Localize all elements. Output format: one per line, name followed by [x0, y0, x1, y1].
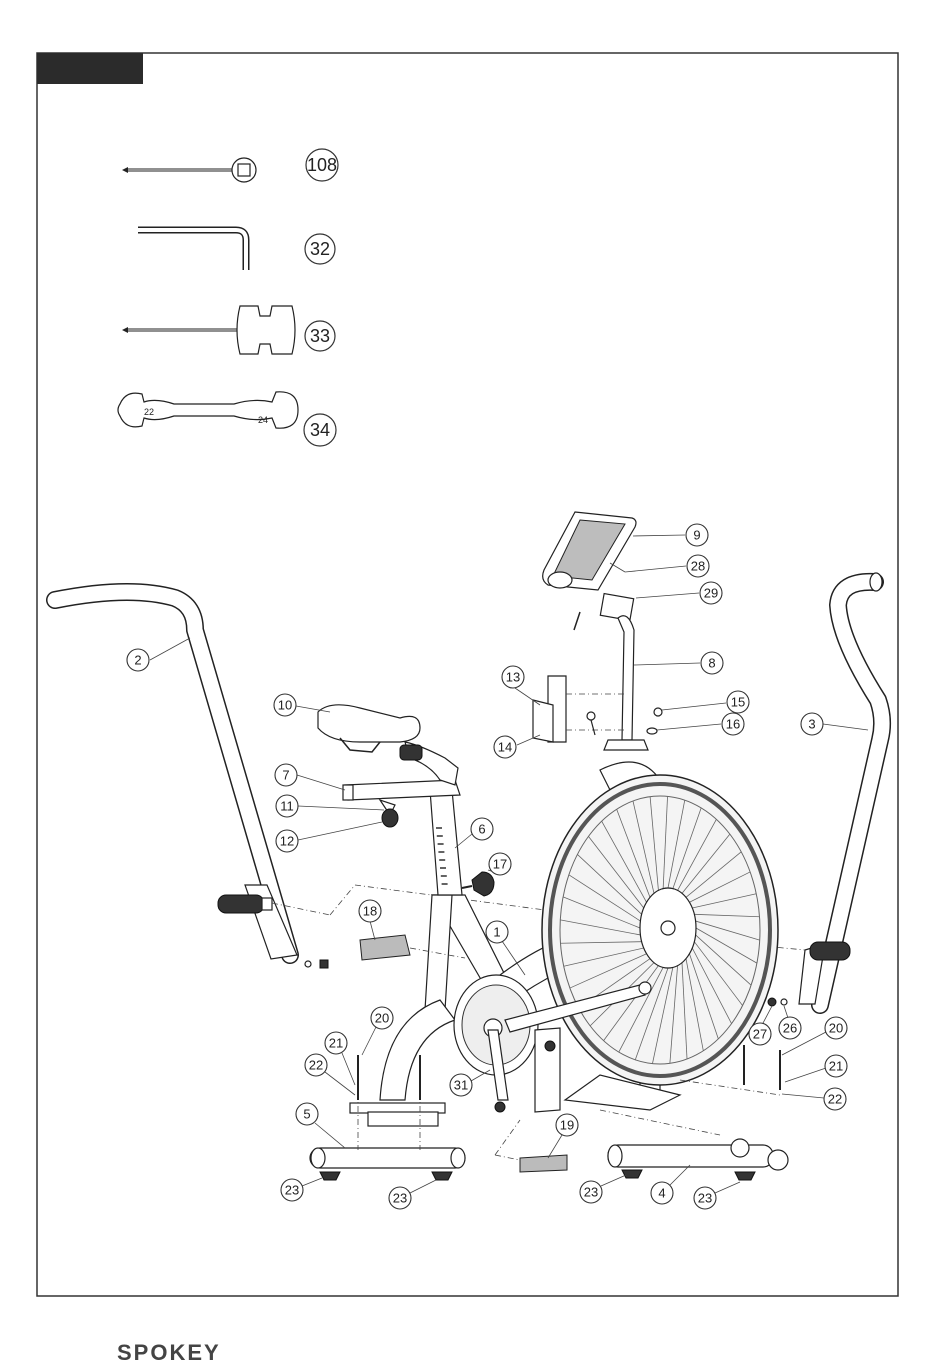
- callout-23-a-label: 23: [285, 1183, 299, 1198]
- callout-28: 28: [625, 555, 709, 577]
- callout-21-right: 21: [785, 1055, 847, 1082]
- tool-number-34-label: 34: [310, 420, 330, 440]
- callout-31-label: 31: [454, 1078, 468, 1093]
- callout-23-b-label: 23: [393, 1191, 407, 1206]
- tool-number-108-label: 108: [307, 155, 337, 175]
- seat-post: [430, 790, 494, 896]
- tool-number-34: 34: [304, 414, 336, 446]
- callout-2-label: 2: [134, 653, 141, 668]
- callout-22-left-label: 22: [309, 1058, 323, 1073]
- callout-15-label: 15: [731, 695, 745, 710]
- brand-logo: SPOKEY: [117, 1340, 221, 1366]
- callout-23-a: 23: [281, 1178, 322, 1201]
- callout-12: 12: [276, 822, 382, 852]
- callout-22-right-label: 22: [828, 1092, 842, 1107]
- callout-23-d-label: 23: [698, 1191, 712, 1206]
- callout-14-label: 14: [498, 740, 512, 755]
- tool-number-32-label: 32: [310, 239, 330, 259]
- callout-29: 29: [636, 582, 722, 604]
- callout-11-label: 11: [280, 799, 294, 814]
- callout-13-label: 13: [506, 670, 520, 685]
- callout-9: 9: [633, 524, 708, 546]
- wrench-size-22: 22: [144, 407, 154, 417]
- callout-3-label: 3: [808, 717, 815, 732]
- tool-number-108: 108: [306, 149, 338, 181]
- callout-13: 13: [502, 666, 540, 705]
- callout-26: 26: [779, 1006, 801, 1039]
- callout-12-label: 12: [280, 834, 294, 849]
- callout-7-label: 7: [282, 768, 289, 783]
- callout-18: 18: [359, 900, 381, 940]
- callout-18-label: 18: [363, 904, 377, 919]
- callout-23-d: 23: [694, 1182, 740, 1209]
- tool-number-33: 33: [305, 321, 335, 351]
- callout-21-left-label: 21: [329, 1036, 343, 1051]
- callout-8: 8: [634, 652, 723, 674]
- callout-4: 4: [651, 1165, 690, 1204]
- callout-9-label: 9: [693, 528, 700, 543]
- wrench-size-24: 24: [258, 415, 268, 425]
- callout-4-label: 4: [658, 1186, 665, 1201]
- callout-2: 2: [127, 638, 190, 671]
- callout-20-right-label: 20: [829, 1021, 843, 1036]
- callout-21-left: 21: [325, 1032, 355, 1085]
- console: [543, 512, 636, 630]
- callout-6-label: 6: [478, 822, 485, 837]
- callout-23-c: 23: [580, 1175, 626, 1203]
- callout-3: 3: [801, 713, 868, 735]
- callout-26-label: 26: [783, 1021, 797, 1036]
- callout-29-label: 29: [704, 586, 718, 601]
- tool-32-allen-key: [138, 230, 246, 270]
- page-frame: [37, 53, 898, 1296]
- callout-20-left-label: 20: [375, 1011, 389, 1026]
- callout-21-right-label: 21: [829, 1059, 843, 1074]
- callout-5-label: 5: [303, 1107, 310, 1122]
- callout-28-label: 28: [691, 559, 705, 574]
- tool-33-screwdriver-handle: [122, 306, 295, 354]
- bracket-plate: [533, 676, 662, 742]
- callout-16: 16: [657, 713, 744, 735]
- callout-15: 15: [662, 691, 749, 713]
- tool-108-screwdriver-socket: [122, 158, 256, 182]
- callout-27-label: 27: [753, 1027, 767, 1042]
- fan-wheel: [542, 775, 778, 1085]
- callout-1-label: 1: [493, 925, 500, 940]
- callout-20-left: 20: [362, 1007, 393, 1055]
- callout-22-left: 22: [305, 1054, 355, 1095]
- callout-23-b: 23: [389, 1180, 436, 1209]
- tool-number-32: 32: [305, 234, 335, 264]
- header-tab: [37, 53, 143, 84]
- callout-22-right: 22: [782, 1088, 846, 1110]
- callout-7: 7: [275, 764, 345, 790]
- callout-8-label: 8: [708, 656, 715, 671]
- tool-number-33-label: 33: [310, 326, 330, 346]
- callout-23-c-label: 23: [584, 1185, 598, 1200]
- callout-17-label: 17: [493, 857, 507, 872]
- callout-17: 17: [488, 853, 511, 875]
- callout-31: 31: [450, 1070, 490, 1096]
- callout-16-label: 16: [726, 717, 740, 732]
- callout-5: 5: [296, 1103, 345, 1148]
- callout-6: 6: [455, 818, 493, 848]
- callout-19-label: 19: [560, 1118, 574, 1133]
- callout-19: 19: [548, 1114, 578, 1158]
- callout-10-label: 10: [278, 698, 292, 713]
